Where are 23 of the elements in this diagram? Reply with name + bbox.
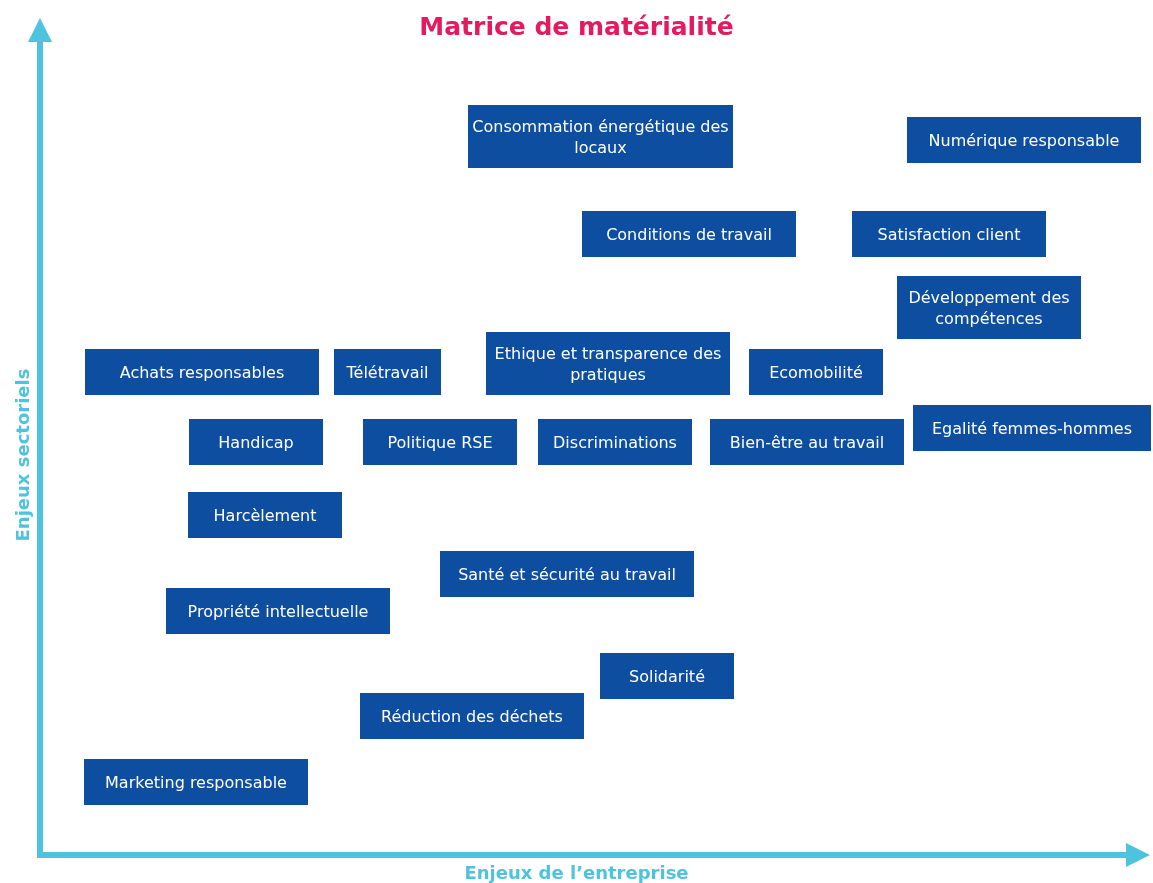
- issue-box: Télétravail: [334, 349, 441, 395]
- issue-box: Numérique responsable: [907, 117, 1141, 163]
- issue-box: Propriété intellectuelle: [166, 588, 390, 634]
- issue-box: Achats responsables: [85, 349, 319, 395]
- issue-box: Consommation énergétique des locaux: [468, 105, 733, 168]
- issue-box: Conditions de travail: [582, 211, 796, 257]
- issue-box: Handicap: [189, 419, 323, 465]
- issue-box: Egalité femmes-hommes: [913, 405, 1151, 451]
- issue-box: Ethique et transparence des pratiques: [486, 332, 730, 395]
- issue-box: Harcèlement: [188, 492, 342, 538]
- issue-box: Satisfaction client: [852, 211, 1046, 257]
- issue-box: Marketing responsable: [84, 759, 308, 805]
- issue-box: Réduction des déchets: [360, 693, 584, 739]
- issue-box: Discriminations: [538, 419, 692, 465]
- issue-box: Développement des compétences: [897, 276, 1081, 339]
- issue-box: Bien-être au travail: [710, 419, 904, 465]
- y-axis-label: Enjeux sectoriels: [11, 368, 33, 542]
- issue-box: Solidarité: [600, 653, 734, 699]
- chart-title: Matrice de matérialité: [419, 12, 734, 41]
- issue-box: Santé et sécurité au travail: [440, 551, 694, 597]
- issue-box: Ecomobilité: [749, 349, 883, 395]
- issue-box: Politique RSE: [363, 419, 517, 465]
- x-axis-label: Enjeux de l’entreprise: [464, 862, 689, 883]
